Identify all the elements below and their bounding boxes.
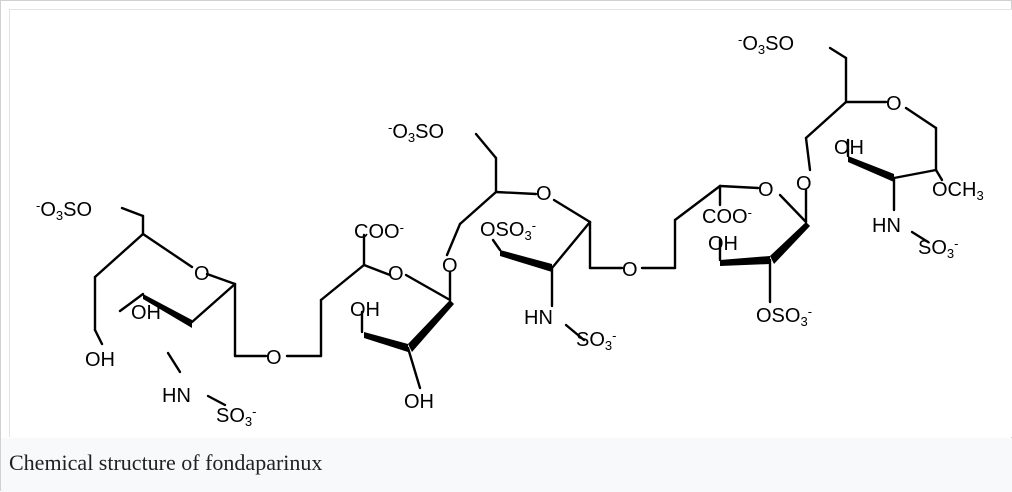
figure-caption: Chemical structure of fondaparinux <box>9 450 323 475</box>
atom-label-r5-oh: OH <box>834 137 864 159</box>
atom-label-r1-ring-o: O <box>194 263 210 285</box>
atom-label-r3-nso3: SO3- <box>576 328 616 353</box>
atom-label-r1-nso3: SO3- <box>216 404 256 429</box>
wedge-bonds <box>143 156 894 352</box>
atom-label-link3-o: O <box>622 259 638 281</box>
caption-area: Chemical structure of fondaparinux <box>1 438 1012 492</box>
atom-label-r4-oso3: OSO3- <box>756 304 812 329</box>
atom-label-r2-oh-b: OH <box>404 391 434 413</box>
atom-label-r5-nso3: SO3- <box>918 236 958 261</box>
atom-label-link1-o: O <box>266 347 282 369</box>
bonds <box>93 46 944 407</box>
atom-label-r5-ring-o: O <box>886 93 902 115</box>
atom-label-r4-ring-o: O <box>758 179 774 201</box>
atom-label-r3-ring-o: O <box>536 183 552 205</box>
atom-label-r2-coo: COO- <box>354 220 404 243</box>
atom-label-r3-hn: HN <box>524 307 553 329</box>
atom-label-r4-coo: COO- <box>702 205 752 228</box>
atom-label-r5-sulfate: -O3SO <box>738 32 794 57</box>
atom-label-r3-sulfate: -O3SO <box>388 120 444 145</box>
atom-label-r3-oso3: OSO3- <box>480 218 536 243</box>
atom-label-link2-o: O <box>442 255 458 277</box>
atom-label-link4-o: O <box>796 173 812 195</box>
atom-label-r1-oh-b: OH <box>85 349 115 371</box>
fondaparinux-structure-diagram: -O3SOOOHOHHNSO3-OCOO-OOHOHO-O3SOOOSO3-HN… <box>36 32 984 429</box>
atom-label-r1-oh-a: OH <box>131 302 161 324</box>
atom-label-r2-oh-a: OH <box>350 299 380 321</box>
atom-label-r5-hn: HN <box>872 215 901 237</box>
atom-labels: -O3SOOOHOHHNSO3-OCOO-OOHOHO-O3SOOOSO3-HN… <box>36 32 984 429</box>
atom-label-r1-sulfate: -O3SO <box>36 198 92 223</box>
atom-label-r4-oh: OH <box>708 233 738 255</box>
atom-label-r2-ring-o: O <box>388 263 404 285</box>
atom-label-r1-hn: HN <box>162 385 191 407</box>
atom-label-r5-och3: OCH3 <box>932 179 984 203</box>
